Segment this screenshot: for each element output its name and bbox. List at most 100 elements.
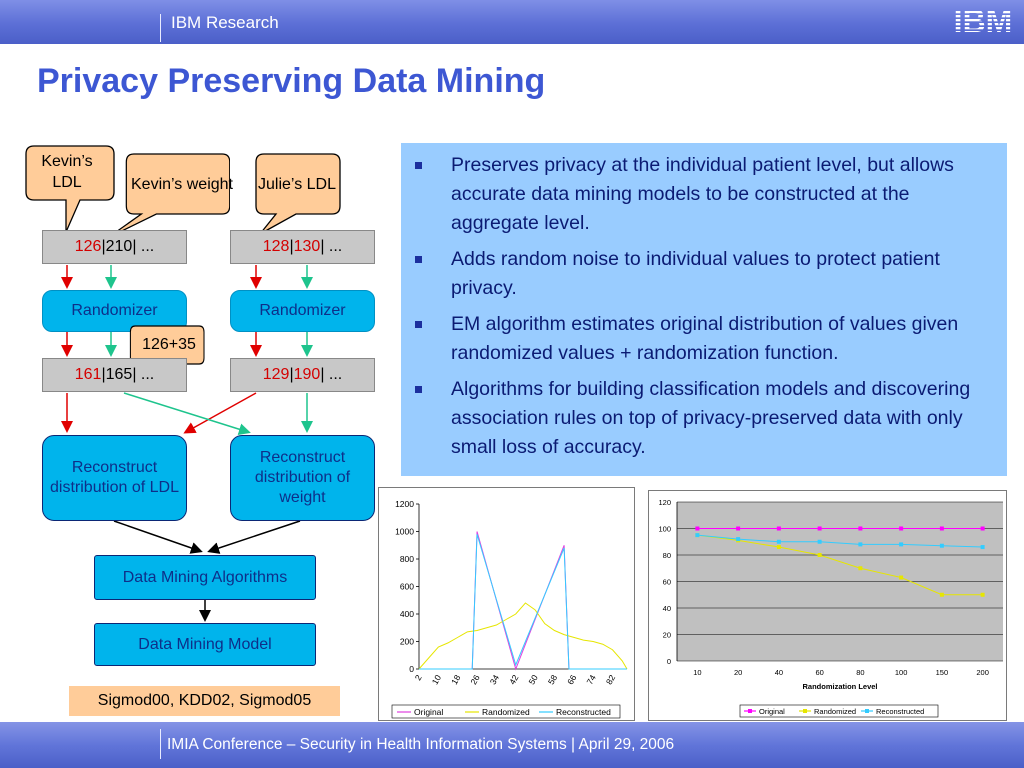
data-point-randomized: [817, 553, 822, 557]
data-mining-model-box: Data Mining Model: [94, 623, 316, 666]
record-value-ldl: 129: [262, 366, 290, 383]
record-rest: | ...: [132, 366, 155, 383]
data-point-reconstructed: [736, 537, 741, 542]
randomizer-2: Randomizer: [230, 290, 375, 332]
data-point-reconstructed: [899, 542, 904, 547]
record-rest: | ...: [320, 238, 343, 255]
bullet-square-icon: [415, 256, 422, 263]
data-point-randomized: [939, 592, 944, 597]
data-point-original: [939, 526, 944, 531]
bullet-item: EM algorithm estimates original distribu…: [415, 310, 993, 368]
record-value-weight: 130: [293, 238, 321, 255]
y-tick-label: 400: [400, 609, 414, 619]
footer-bar: IMIA Conference – Security in Health Inf…: [0, 722, 1024, 768]
data-point-original: [980, 526, 985, 531]
footer-separator: [160, 729, 161, 759]
bullet-list: Preserves privacy at the individual pati…: [415, 151, 993, 462]
data-point-original: [858, 526, 863, 531]
organization-label: IBM Research: [171, 13, 279, 32]
x-tick-label: 100: [895, 668, 908, 677]
y-tick-label: 40: [663, 604, 671, 613]
record-separator: |: [101, 238, 106, 255]
legend-box: [391, 704, 621, 719]
references-label: Sigmod00, KDD02, Sigmod05: [69, 686, 340, 716]
legend-label: Original: [414, 707, 443, 717]
data-point-reconstructed: [939, 543, 944, 548]
reconstruct-ldl-box: Reconstruct distribution of LDL: [42, 435, 187, 521]
bullet-text: Preserves privacy at the individual pati…: [451, 154, 954, 234]
x-tick-label: 74: [584, 673, 598, 686]
x-tick-label: 10: [693, 668, 701, 677]
data-point-original: [899, 526, 904, 531]
record-rest: | ...: [132, 238, 155, 255]
legend-label: Randomized: [482, 707, 530, 717]
x-tick-label: 10: [430, 673, 444, 686]
x-tick-label: 40: [775, 668, 783, 677]
callout-noise-example: 126+35: [142, 335, 196, 353]
bullet-item: Preserves privacy at the individual pati…: [415, 151, 993, 238]
data-point-randomized: [776, 545, 781, 550]
legend-label: Reconstructed: [876, 707, 924, 716]
reconstruct-weight-box: Reconstruct distribution of weight: [230, 435, 375, 521]
y-tick-label: 0: [667, 657, 671, 666]
x-tick-label: 200: [976, 668, 989, 677]
legend-label: Randomized: [814, 707, 856, 716]
bullet-text: Adds random noise to individual values t…: [451, 248, 940, 299]
record-value-ldl: 126: [74, 238, 102, 255]
data-point-reconstructed: [858, 542, 863, 547]
y-tick-label: 120: [658, 498, 671, 507]
callout-kevin-weight: Kevin’s weight: [131, 175, 233, 193]
bullet-item: Algorithms for building classification m…: [415, 375, 993, 462]
callout-kevin-weight-shape: [107, 153, 230, 239]
data-point-reconstructed: [776, 539, 781, 544]
y-tick-label: 200: [400, 637, 414, 647]
record-separator: |: [289, 366, 294, 383]
record-value-weight: 190: [293, 366, 321, 383]
randomized-record-1: 161 | 165 | ...: [42, 358, 187, 392]
bullet-item: Adds random noise to individual values t…: [415, 245, 993, 303]
record-value-weight: 210: [105, 238, 133, 255]
randomized-record-2: 129 | 190 | ...: [230, 358, 375, 392]
series-line-randomized: [697, 534, 983, 596]
footer-text: IMIA Conference – Security in Health Inf…: [167, 736, 675, 753]
bullet-text: EM algorithm estimates original distribu…: [451, 313, 959, 364]
data-point-original: [695, 526, 700, 531]
record-separator: |: [101, 366, 106, 383]
series-line-reconstructed: [419, 534, 627, 670]
x-tick-label: 34: [488, 673, 502, 686]
y-tick-label: 100: [658, 525, 671, 534]
x-tick-label: 42: [507, 673, 521, 686]
flow-diagram-arrows: [61, 265, 313, 622]
legend-marker: [865, 709, 869, 713]
y-tick-label: 20: [663, 631, 671, 640]
data-point-randomized: [980, 592, 985, 597]
legend-label: Reconstructed: [556, 707, 611, 717]
svg-text:IBM: IBM: [954, 3, 1013, 39]
record-value-weight: 165: [105, 366, 133, 383]
x-tick-label: 18: [449, 673, 463, 686]
data-point-randomized: [858, 566, 863, 571]
bullet-text: Algorithms for building classification m…: [451, 378, 971, 458]
series-line-randomized: [418, 602, 628, 670]
callout-kevin-ldl-shape: [25, 145, 115, 233]
x-tick-label: 58: [546, 673, 560, 686]
y-tick-label: 800: [400, 554, 414, 564]
callout-julie-ldl: Julie’s LDL: [258, 175, 336, 193]
x-tick-label: 26: [468, 673, 482, 686]
x-tick-label: 2: [413, 673, 424, 682]
ibm-logo: IBM: [954, 3, 1013, 39]
record-separator: |: [289, 238, 294, 255]
callout-kevin-ldl: Kevin’s LDL: [41, 153, 93, 191]
callout-julie-ldl-shape: [255, 153, 341, 235]
record-value-ldl: 161: [74, 366, 102, 383]
y-tick-label: 600: [400, 582, 414, 592]
x-tick-label: 20: [734, 668, 742, 677]
bullet-square-icon: [415, 321, 422, 328]
randomizer-1: Randomizer: [42, 290, 187, 332]
x-tick-label: 60: [815, 668, 823, 677]
record-value-ldl: 128: [262, 238, 290, 255]
record-rest: | ...: [320, 366, 343, 383]
